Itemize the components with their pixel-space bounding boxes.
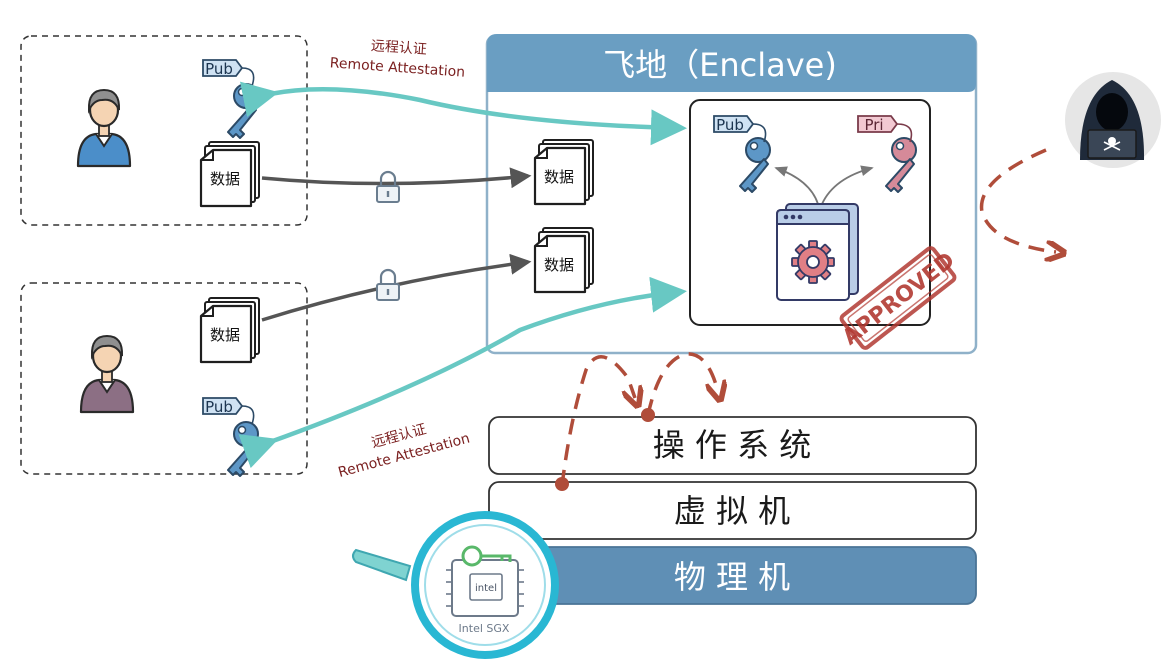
attack-path-os <box>555 352 718 491</box>
layer-vm: 虚 拟 机 <box>488 481 977 540</box>
document-stack-icon: 数据 <box>199 296 261 364</box>
pri-tag: Pri <box>857 115 913 143</box>
layer-vm-label: 虚 拟 机 <box>674 492 790 530</box>
pub-label: Pub <box>716 116 744 134</box>
layer-os: 操 作 系 统 <box>488 416 977 475</box>
data-label: 数据 <box>544 256 574 274</box>
key-icon <box>227 421 259 477</box>
key-icon <box>227 83 259 139</box>
pub-tag: Pub <box>202 397 255 425</box>
user-box-bottom <box>20 282 308 475</box>
document-stack-icon: 数据 <box>533 138 595 206</box>
person-icon <box>76 88 132 168</box>
data-label: 数据 <box>544 168 574 186</box>
pub-tag: Pub <box>713 115 767 143</box>
gear-window-icon <box>776 203 859 301</box>
attack-path-hacker <box>979 148 1056 252</box>
attestation-zh: 远程认证 <box>370 38 427 58</box>
document-stack-icon: 数据 <box>199 140 261 208</box>
attestation-en: Remote Attestation <box>329 55 465 80</box>
layer-os-label: 操 作 系 统 <box>653 426 812 464</box>
user-box-top <box>20 35 308 226</box>
pub-label: Pub <box>205 398 233 416</box>
attestation-arrow <box>239 81 687 146</box>
document-stack-icon: 数据 <box>533 226 595 294</box>
attestation-label-top: 远程认证 Remote Attestation <box>329 38 465 81</box>
padlock-icon <box>375 170 401 204</box>
intel-chip-label: intel <box>475 583 497 594</box>
pub-tag: Pub <box>202 59 255 87</box>
layer-physical: 物 理 机 <box>488 546 977 605</box>
sgx-label: Intel SGX <box>459 622 510 635</box>
hacker-icon <box>1065 72 1161 168</box>
attestation-label-bottom: 远程认证 Remote Attestation <box>337 421 472 481</box>
padlock-icon <box>375 268 401 302</box>
person-icon <box>79 334 135 414</box>
enclave-title: 飞地（Enclave) <box>603 46 837 84</box>
attestation-arrow <box>238 276 687 469</box>
data-label: 数据 <box>210 170 240 188</box>
chip-icon: intel Intel SGX <box>446 545 524 635</box>
pub-label: Pub <box>205 60 233 78</box>
data-label: 数据 <box>210 326 240 344</box>
layer-physical-label: 物 理 机 <box>674 558 790 596</box>
pri-label: Pri <box>864 116 883 134</box>
data-flow-arrow <box>261 167 532 189</box>
